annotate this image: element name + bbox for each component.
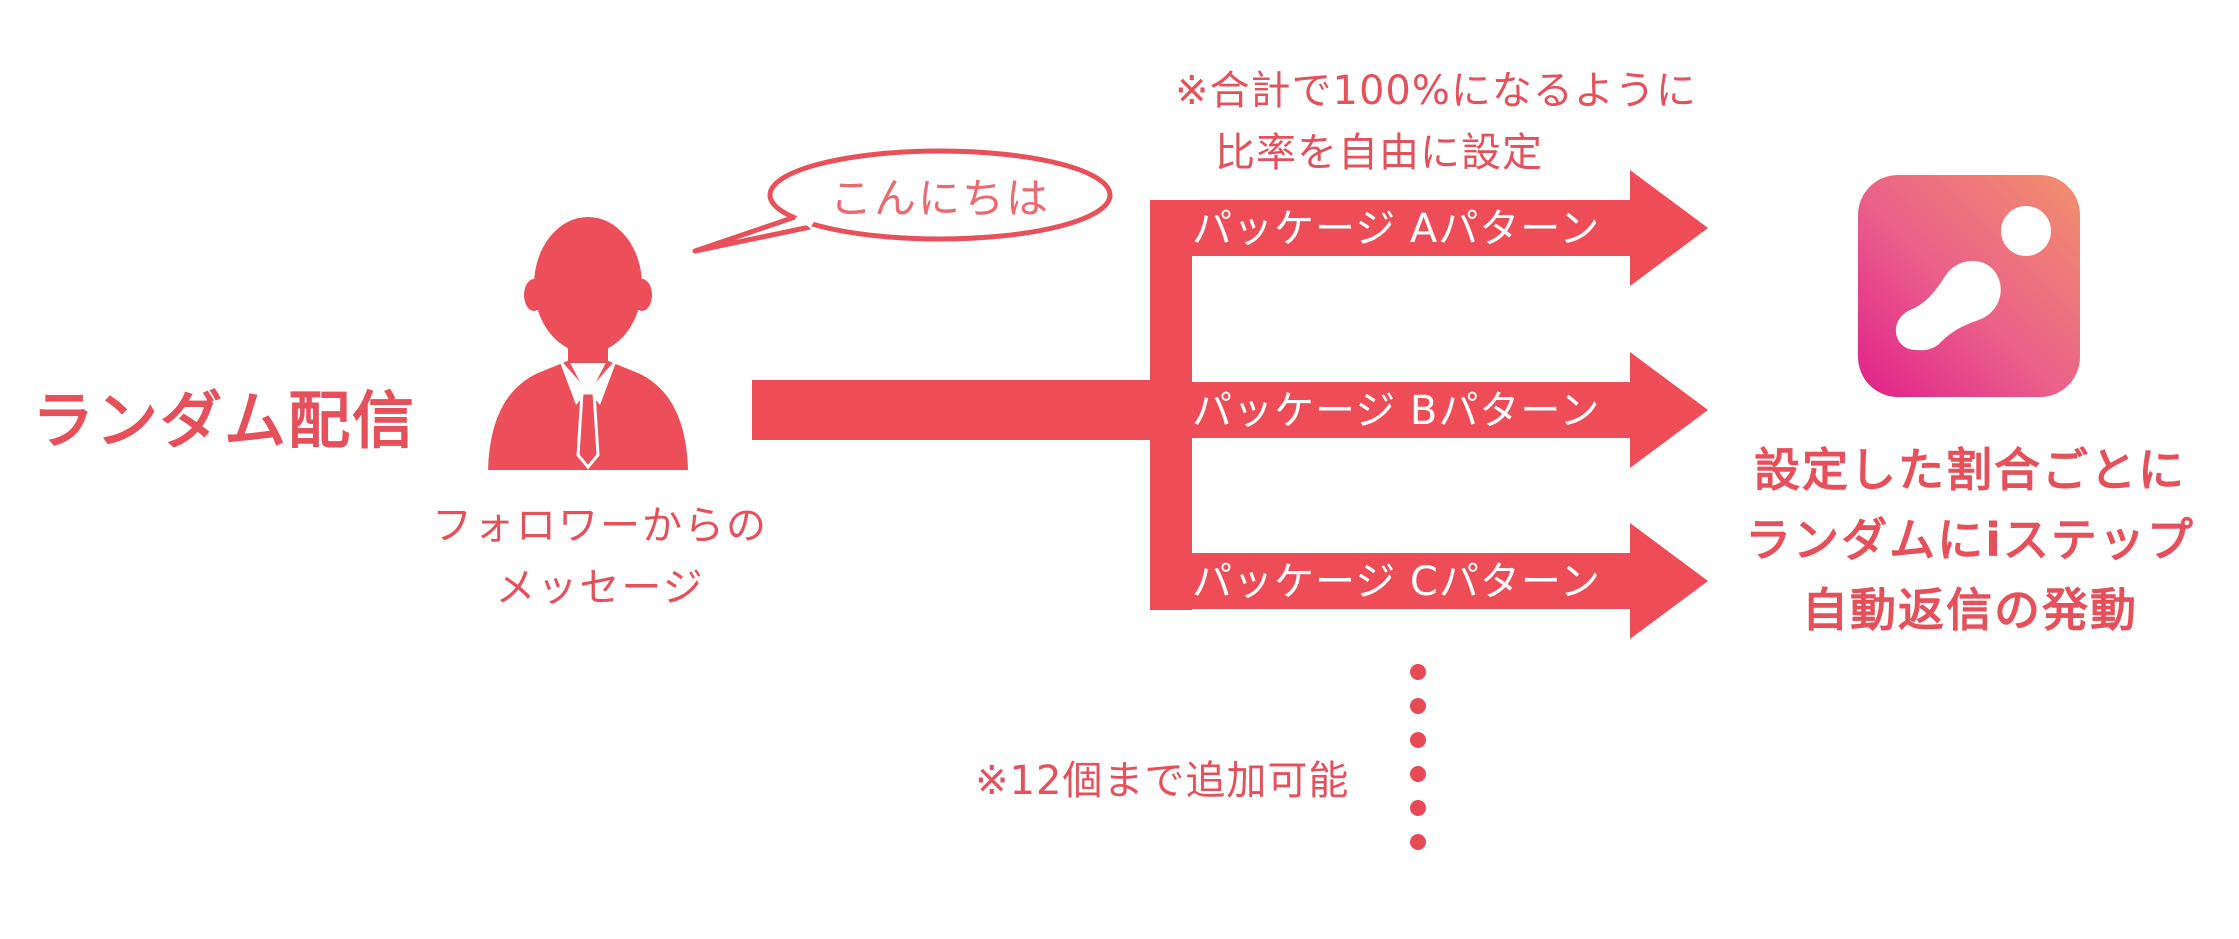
pattern-a-label: パッケージ Aパターン xyxy=(1192,206,1601,252)
result-line-2: ランダムにiステップ xyxy=(1745,513,2195,567)
diagram-title: ランダム配信 xyxy=(32,384,417,457)
continuation-dot xyxy=(1410,834,1426,850)
caption-line-1: フォロワーからの xyxy=(432,503,768,549)
person-caption: フォロワーからの メッセージ xyxy=(400,495,800,619)
ratio-note-line-2: 比率を自由に設定 xyxy=(1215,130,1543,176)
continuation-dot xyxy=(1410,698,1426,714)
result-line-1: 設定した割合ごとに xyxy=(1754,443,2186,497)
pattern-c-label: パッケージ Cパターン xyxy=(1192,559,1601,605)
arrow-c xyxy=(1150,523,1708,639)
continuation-dot xyxy=(1410,766,1426,782)
max-patterns-note: ※12個まで追加可能 xyxy=(975,758,1350,804)
main-flow-bar xyxy=(752,380,1192,440)
continuation-dot xyxy=(1410,800,1426,816)
arrow-a xyxy=(1150,170,1708,286)
bubble-text: こんにちは xyxy=(829,174,1050,223)
result-line-3: 自動返信の発動 xyxy=(1802,583,2138,637)
speech-bubble xyxy=(692,148,1113,254)
continuation-dot xyxy=(1410,732,1426,748)
caption-line-2: メッセージ xyxy=(495,565,705,611)
ratio-note-line-1: ※合計で100%になるように xyxy=(1175,68,1697,114)
ratio-note: ※合計で100%になるように 比率を自由に設定 xyxy=(1175,60,1697,184)
person-icon xyxy=(488,217,688,470)
pattern-b-label: パッケージ Bパターン xyxy=(1192,388,1601,434)
continuation-dot xyxy=(1410,664,1426,680)
result-text: 設定した割合ごとに ランダムにiステップ 自動返信の発動 xyxy=(1730,435,2210,645)
arrow-b xyxy=(1150,352,1708,468)
app-icon xyxy=(1858,175,2080,397)
